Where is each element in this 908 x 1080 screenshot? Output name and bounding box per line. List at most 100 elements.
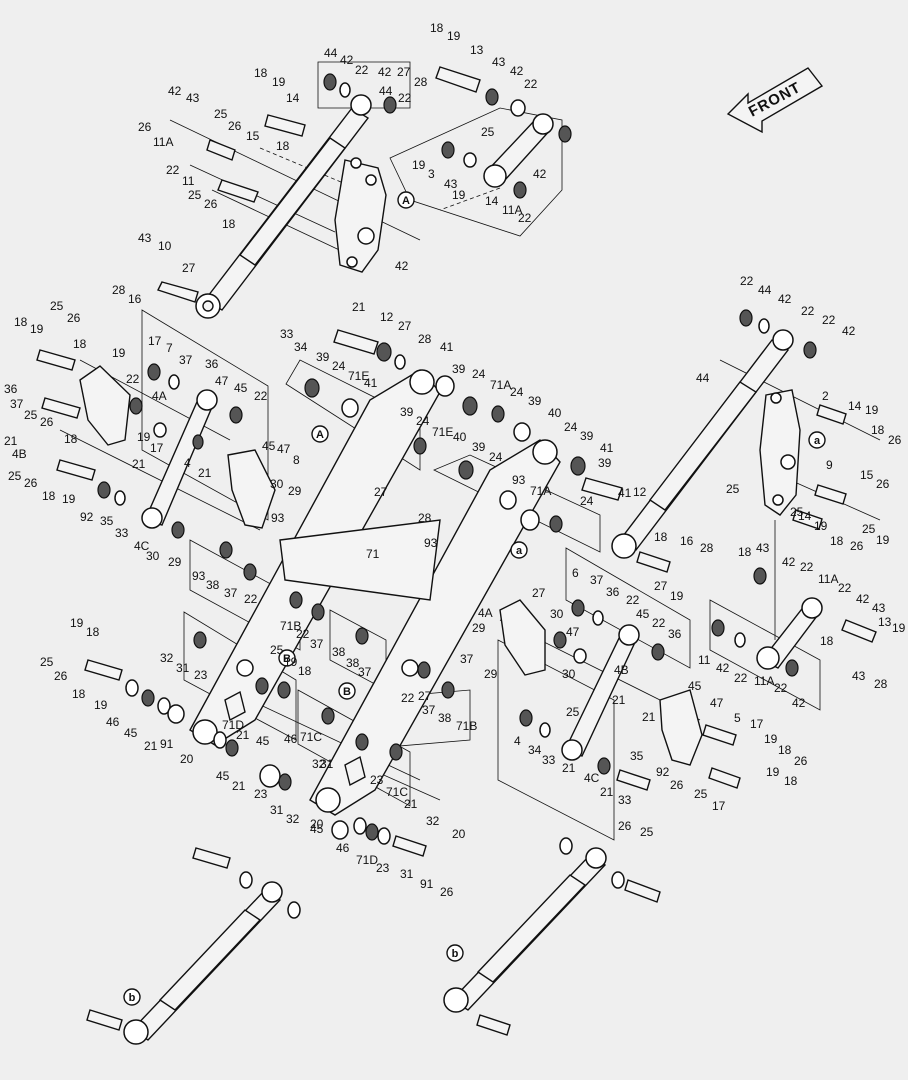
part-callout: 37 bbox=[460, 652, 474, 666]
part-callout: 18 bbox=[42, 489, 56, 503]
part-callout: 45 bbox=[124, 726, 138, 740]
reference-marker: A bbox=[311, 425, 329, 443]
part-callout: 15 bbox=[246, 129, 260, 143]
part-callout: 26 bbox=[54, 669, 68, 683]
part-callout: 37 bbox=[10, 397, 24, 411]
part-callout: 42 bbox=[782, 555, 796, 569]
part-callout: 25 bbox=[790, 505, 804, 519]
part-callout: 45 bbox=[310, 822, 324, 836]
part-callout: 93 bbox=[271, 511, 285, 525]
part-callout: 42 bbox=[856, 592, 870, 606]
part-callout: 34 bbox=[528, 743, 542, 757]
part-callout: 30 bbox=[550, 607, 564, 621]
part-callout: 31 bbox=[320, 757, 334, 771]
part-callout: 22 bbox=[254, 389, 268, 403]
part-callout: 71 bbox=[366, 547, 380, 561]
part-callout: 26 bbox=[440, 885, 454, 899]
part-callout: 18 bbox=[784, 774, 798, 788]
part-callout: 42 bbox=[778, 292, 792, 306]
part-callout: 18 bbox=[14, 315, 28, 329]
part-callout: 3 bbox=[428, 167, 435, 181]
part-callout: 25 bbox=[726, 482, 740, 496]
part-callout: 25 bbox=[862, 522, 876, 536]
part-callout: 7 bbox=[166, 341, 173, 355]
part-callout: 39 bbox=[580, 429, 594, 443]
part-callout: 38 bbox=[346, 656, 360, 670]
part-callout: 92 bbox=[656, 765, 670, 779]
part-callout: 71E bbox=[348, 369, 369, 383]
part-callout: 31 bbox=[270, 803, 284, 817]
part-callout: 20 bbox=[452, 827, 466, 841]
part-callout: 41 bbox=[618, 486, 632, 500]
part-callout: 19 bbox=[670, 589, 684, 603]
part-callout: 42 bbox=[340, 53, 354, 67]
part-callout: 29 bbox=[484, 667, 498, 681]
part-callout: 93 bbox=[424, 536, 438, 550]
part-callout: 25 bbox=[214, 107, 228, 121]
part-callout: 18 bbox=[820, 634, 834, 648]
part-callout: 19 bbox=[876, 533, 890, 547]
part-callout: 42 bbox=[716, 661, 730, 675]
part-callout: 46 bbox=[106, 715, 120, 729]
part-callout: 25 bbox=[694, 787, 708, 801]
part-callout: 26 bbox=[24, 476, 38, 490]
part-callout: 21 bbox=[600, 785, 614, 799]
part-callout: 19 bbox=[766, 765, 780, 779]
part-callout: 28 bbox=[874, 677, 888, 691]
part-callout: 29 bbox=[168, 555, 182, 569]
part-callout: 19 bbox=[892, 621, 906, 635]
part-callout: 19 bbox=[865, 403, 879, 417]
part-callout: 41 bbox=[440, 340, 454, 354]
part-callout: 26 bbox=[794, 754, 808, 768]
part-callout: 16 bbox=[680, 534, 694, 548]
part-callout: 18 bbox=[430, 21, 444, 35]
part-callout: 21 bbox=[562, 761, 576, 775]
part-callout: 71B bbox=[280, 619, 301, 633]
bushings-and-spacers bbox=[97, 73, 817, 919]
part-callout: 27 bbox=[418, 689, 432, 703]
part-callout: 19 bbox=[70, 616, 84, 630]
bracket-9 bbox=[759, 389, 801, 516]
svg-text:b: b bbox=[129, 992, 136, 1004]
cylinder-2 bbox=[611, 329, 794, 559]
part-callout: 71A bbox=[490, 378, 511, 392]
part-callout: 19 bbox=[412, 158, 426, 172]
part-callout: 32 bbox=[312, 757, 326, 771]
part-callout: 25 bbox=[566, 705, 580, 719]
part-callout: 25 bbox=[188, 188, 202, 202]
part-callout: 32 bbox=[426, 814, 440, 828]
part-callout: 26 bbox=[888, 433, 902, 447]
part-callout: 71E bbox=[432, 425, 453, 439]
part-callout: 4B bbox=[12, 447, 27, 461]
part-callout: 15 bbox=[860, 468, 874, 482]
part-callout: 25 bbox=[481, 125, 495, 139]
part-callout: 27 bbox=[532, 586, 546, 600]
part-callout: 18 bbox=[871, 423, 885, 437]
part-callout: 71D bbox=[222, 718, 244, 732]
part-callout: 25 bbox=[40, 655, 54, 669]
cylinder-1-right bbox=[443, 847, 607, 1013]
part-callout: 19 bbox=[814, 519, 828, 533]
part-callout: 9 bbox=[826, 458, 833, 472]
part-callout: 26 bbox=[138, 120, 152, 134]
part-callout: 32 bbox=[160, 651, 174, 665]
part-callout: 71C bbox=[300, 730, 322, 744]
part-callout: 22 bbox=[822, 313, 836, 327]
part-callout: 22 bbox=[838, 581, 852, 595]
part-callout: 39 bbox=[452, 362, 466, 376]
part-callout: 38 bbox=[438, 711, 452, 725]
part-callout: 30 bbox=[562, 667, 576, 681]
part-callout: 14 bbox=[848, 399, 862, 413]
part-callout: 31 bbox=[400, 867, 414, 881]
link-4-left bbox=[141, 389, 218, 529]
part-callout: 22 bbox=[126, 372, 140, 386]
part-callout: 22 bbox=[398, 91, 412, 105]
part-callout: 22 bbox=[800, 560, 814, 574]
part-callout: 71B bbox=[456, 719, 477, 733]
part-callout: 47 bbox=[277, 442, 291, 456]
part-callout: 2 bbox=[822, 389, 829, 403]
cylinder-1-left bbox=[123, 881, 283, 1045]
part-callout: 18 bbox=[254, 66, 268, 80]
part-callout: 28 bbox=[112, 283, 126, 297]
